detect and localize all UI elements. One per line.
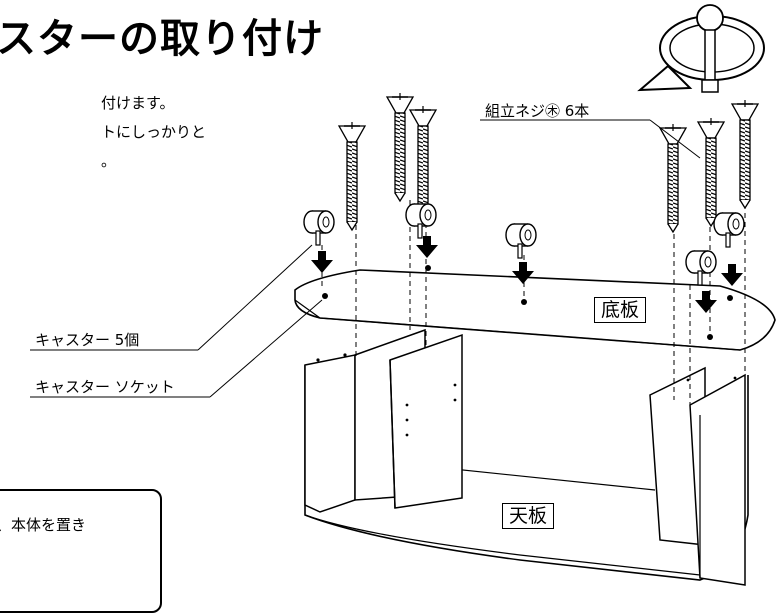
note-text: 、本体を置き bbox=[0, 516, 87, 534]
screws-label: 組立ネジ㊍ 6本 bbox=[485, 102, 590, 120]
top-board-label: 天板 bbox=[502, 503, 555, 529]
manual-page: スターの取り付け 付けます。 トにしっかりと 。 bbox=[0, 4, 776, 613]
page-title: スターの取り付け bbox=[0, 16, 324, 62]
bottom-board-label: 底板 bbox=[594, 297, 647, 323]
caster-socket-label: キャスター ソケット bbox=[35, 378, 175, 396]
assembly-illustration bbox=[30, 4, 776, 586]
note-box bbox=[0, 489, 162, 613]
screw-icon bbox=[338, 121, 366, 231]
instruction-line-3: 。 bbox=[101, 152, 117, 170]
instruction-line-1: 付けます。 bbox=[101, 94, 175, 112]
casters-label: キャスター 5個 bbox=[35, 331, 140, 349]
clockwise-rotation-icon bbox=[637, 4, 765, 93]
instruction-line-2: トにしっかりと bbox=[101, 123, 207, 141]
